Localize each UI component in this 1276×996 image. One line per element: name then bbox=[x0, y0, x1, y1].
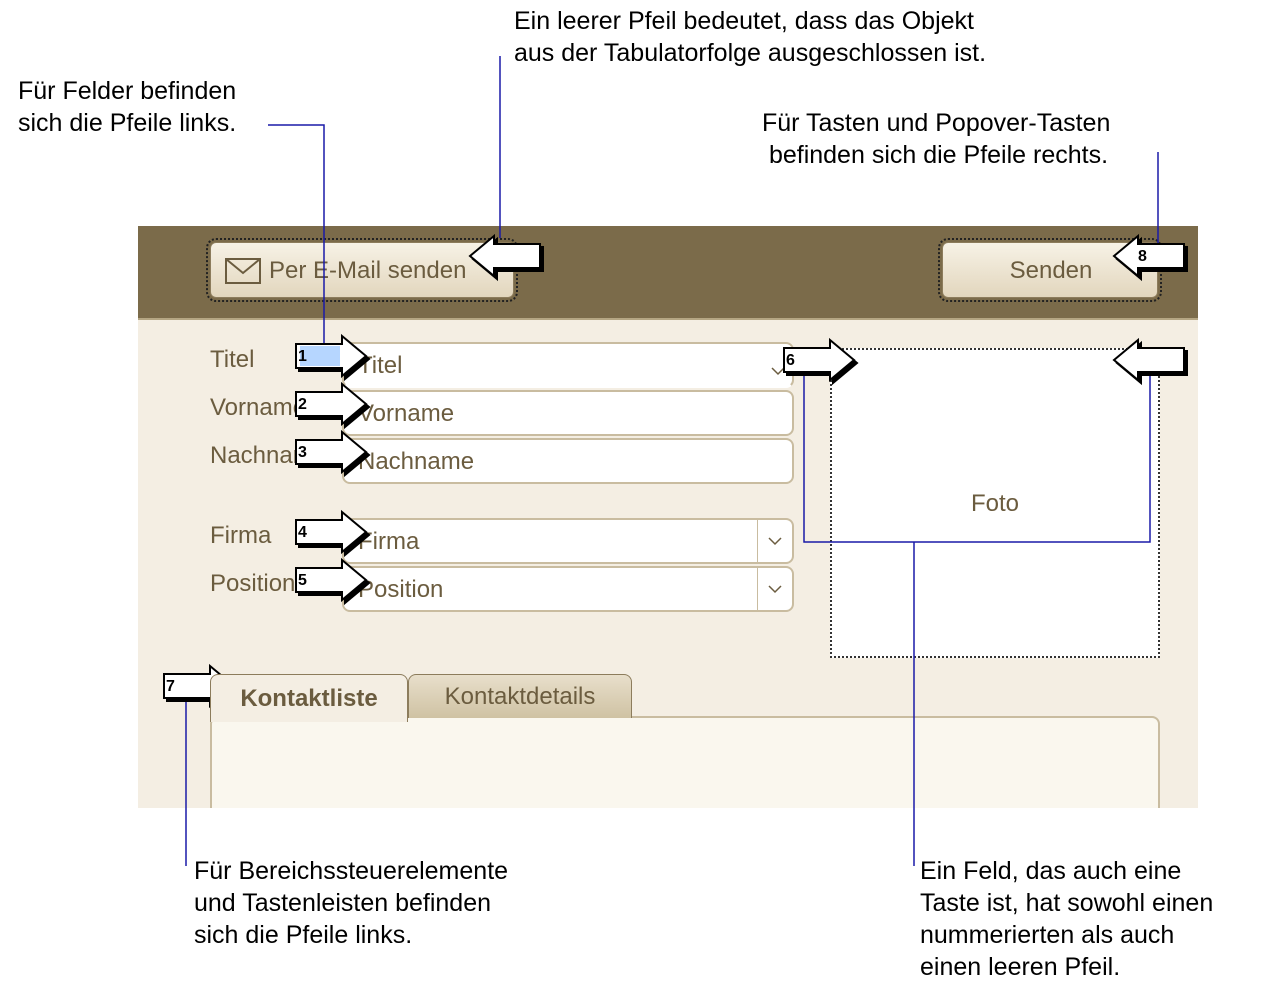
callout-field-button: Ein Feld, das auch eine Taste ist, hat s… bbox=[920, 857, 1214, 981]
callout-empty-arrow: Ein leerer Pfeil bedeutet, dass das Obje… bbox=[514, 7, 987, 67]
tab-arrow-7-number: 7 bbox=[166, 678, 175, 695]
tab-arrow-2-number: 2 bbox=[298, 396, 307, 413]
tab-arrow-2: 2 bbox=[295, 381, 368, 427]
title-label: Titel bbox=[210, 346, 255, 373]
lastname-field[interactable]: Nachname bbox=[342, 438, 794, 484]
leader-line-field-button bbox=[803, 365, 1151, 543]
tab-arrow-5: 5 bbox=[295, 557, 368, 603]
callout-panel-controls: Für Bereichssteuerelemente und Tastenlei… bbox=[194, 857, 509, 949]
tab-arrow-3-number: 3 bbox=[298, 444, 307, 461]
title-field[interactable]: Titel bbox=[342, 342, 794, 388]
tab-arrow-4-number: 4 bbox=[298, 524, 307, 541]
tab-arrow-3: 3 bbox=[295, 429, 368, 475]
tab-panel-body bbox=[210, 716, 1160, 808]
tab-arrow-6-number: 6 bbox=[786, 352, 795, 369]
tab-contact-list-label: Kontaktliste bbox=[240, 684, 378, 712]
tab-arrow-1-number: 1 bbox=[298, 348, 307, 365]
tab-contact-details-label: Kontaktdetails bbox=[444, 682, 596, 710]
callout-fields-left: Für Felder befinden sich die Pfeile link… bbox=[18, 77, 237, 137]
company-field-value: Firma bbox=[358, 528, 420, 555]
tab-arrow-6: 6 bbox=[783, 337, 856, 383]
firstname-field[interactable]: Vorname bbox=[342, 390, 794, 436]
company-label: Firma bbox=[210, 522, 272, 549]
tab-arrow-8-number: 8 bbox=[1138, 248, 1147, 265]
envelope-icon bbox=[225, 258, 261, 291]
position-field-value: Position bbox=[358, 576, 444, 603]
company-dropdown[interactable] bbox=[757, 520, 792, 562]
tab-arrow-4: 4 bbox=[295, 509, 368, 555]
email-button-label: Per E-Mail senden bbox=[269, 257, 467, 284]
empty-arrow-photo bbox=[1112, 337, 1185, 383]
tab-arrow-5-number: 5 bbox=[298, 572, 307, 589]
tab-arrow-8: 8 bbox=[1112, 233, 1185, 279]
chevron-down-icon bbox=[768, 537, 782, 546]
position-label: Position bbox=[210, 570, 296, 597]
lastname-label: Nachname bbox=[210, 442, 296, 469]
tab-contact-list[interactable]: Kontaktliste bbox=[210, 674, 408, 722]
chevron-down-icon bbox=[770, 356, 786, 384]
position-dropdown[interactable] bbox=[757, 568, 792, 610]
chevron-down-icon bbox=[768, 585, 782, 594]
photo-label: Foto bbox=[970, 490, 1020, 517]
send-button-label: Senden bbox=[1009, 257, 1093, 284]
lastname-field-value: Nachname bbox=[358, 448, 475, 475]
firstname-field-value: Vorname bbox=[358, 400, 455, 427]
empty-arrow-email bbox=[468, 233, 541, 279]
callout-buttons-right: Für Tasten und Popover-Tasten befinden s… bbox=[762, 109, 1111, 169]
leader-line-fields bbox=[268, 124, 325, 356]
tab-contact-details[interactable]: Kontaktdetails bbox=[408, 674, 632, 718]
position-field[interactable]: Position bbox=[342, 566, 794, 612]
layout-panel: Per E-Mail senden Senden Titel Vorname N… bbox=[138, 226, 1198, 808]
email-button[interactable]: Per E-Mail senden bbox=[206, 238, 518, 302]
photo-container-field[interactable]: Foto bbox=[830, 348, 1160, 658]
tab-arrow-1: 1 bbox=[295, 333, 368, 379]
firstname-label: Vorname bbox=[210, 394, 296, 421]
